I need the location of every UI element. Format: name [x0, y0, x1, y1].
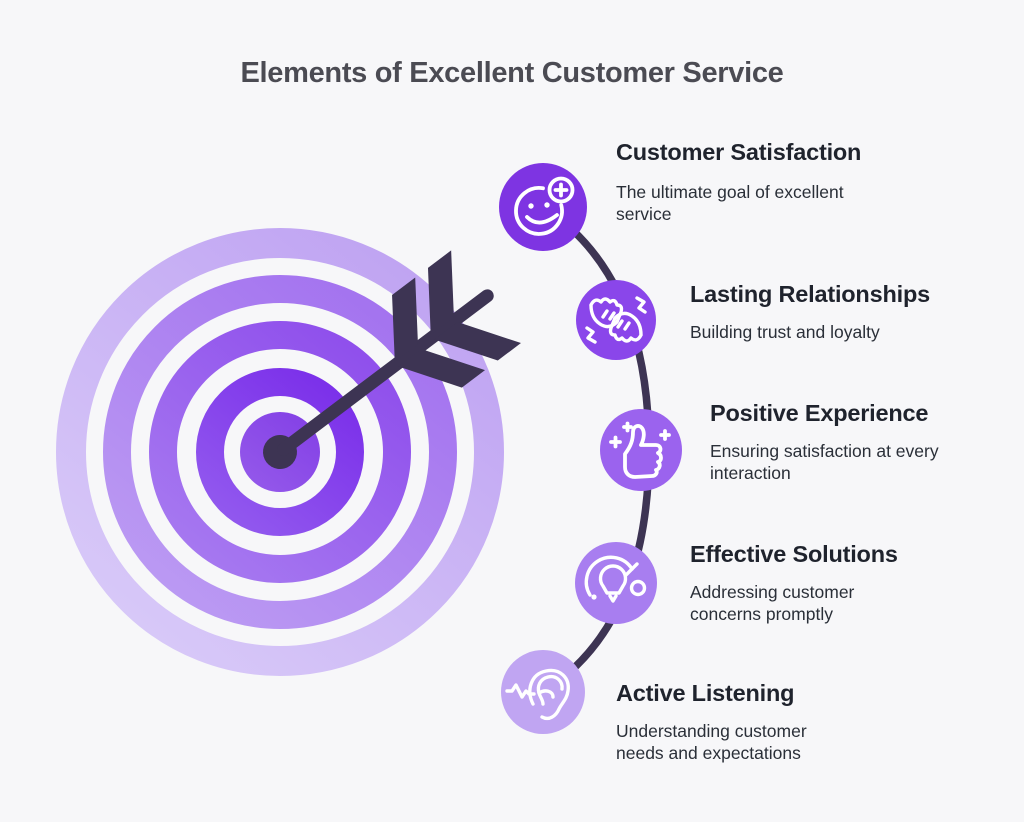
entry-desc-effective-solutions: Addressing customer concerns promptly — [690, 582, 855, 624]
bullseye-target-icon — [56, 228, 504, 676]
entry-desc-active-listening: Understanding customer needs and expecta… — [616, 721, 807, 763]
node-active-listening — [501, 650, 585, 734]
smiley-plus-icon — [514, 176, 575, 236]
entry-title-customer-satisfaction: Customer Satisfaction — [616, 139, 862, 165]
entry-title-lasting-relationships: Lasting Relationships — [690, 281, 930, 307]
entry-title-positive-experience: Positive Experience — [710, 400, 929, 426]
entry-desc-positive-experience: Ensuring satisfaction at every interacti… — [710, 441, 939, 483]
node-effective-solutions — [575, 542, 657, 624]
ear-icon — [505, 668, 570, 721]
entry-title-effective-solutions: Effective Solutions — [690, 541, 898, 567]
arrow-icon — [263, 250, 521, 469]
node-lasting-relationships — [576, 280, 656, 360]
entry-title-active-listening: Active Listening — [616, 680, 795, 706]
entry-desc-customer-satisfaction: The ultimate goal of excellent service — [616, 182, 844, 224]
entry-desc-lasting-relationships: Building trust and loyalty — [690, 322, 880, 342]
node-customer-satisfaction — [499, 163, 587, 251]
thumbs-up-icon — [609, 421, 671, 479]
node-positive-experience — [600, 409, 682, 491]
lightbulb-icon — [584, 555, 647, 603]
page-title: Elements of Excellent Customer Service — [240, 57, 784, 89]
hands-together-icon — [585, 296, 647, 344]
